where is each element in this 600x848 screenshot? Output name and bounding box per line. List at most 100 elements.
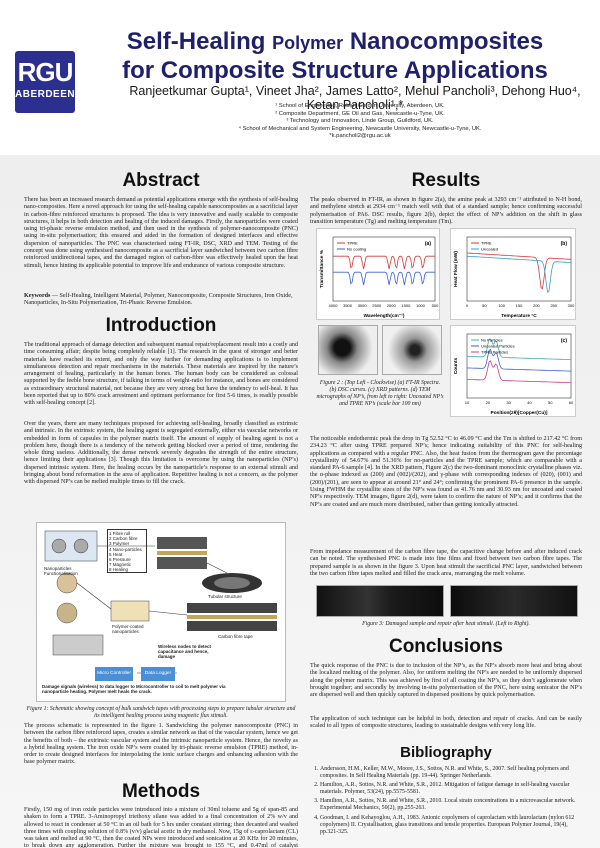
damage-signal-note: Damage signals (wireless) to data logger… — [42, 684, 226, 695]
conclusions-heading: Conclusions — [388, 636, 503, 657]
tem-image-uncoated — [318, 325, 378, 375]
tube-label: Tubular structure — [208, 594, 242, 599]
legend-label: No Particles — [481, 338, 503, 343]
data-logger-box: Data Logger — [141, 667, 175, 681]
legend-item: 7 Magnetic — [109, 562, 132, 568]
legend-label: No coating — [347, 247, 366, 252]
repaired-sample-image — [450, 585, 578, 617]
legend-item: 8 Healing — [109, 567, 129, 573]
x-tick-label: 1000 — [416, 303, 426, 308]
figure-3-caption: Figure 3: Damaged sample and repair afte… — [362, 621, 530, 627]
affiliation-2: ² Composite Department, GE Oil and Gas, … — [275, 110, 445, 117]
affiliation-1: ¹ School of Engineering, Robert Gordon U… — [275, 103, 445, 109]
title-part-c: Nanocomposites — [343, 28, 544, 55]
x-tick-label: 0 — [466, 303, 469, 308]
legend-item: 4 Nano-particles — [109, 546, 142, 552]
legend-item: 6 Pressure — [109, 557, 131, 563]
affiliation-4: ⁴ School of Mechanical and System Engine… — [238, 125, 482, 132]
results-paragraph-3: From impedance measurement of the carbon… — [310, 549, 582, 577]
keywords-list: — Self-Healing, Intelligent Material, Po… — [24, 293, 293, 307]
coated-label: Polymer-coated nanoparticles — [112, 624, 144, 635]
chart-panel-label: (c) — [561, 338, 567, 344]
authors: Ranjeetkumar Gupta¹, Vineet Jha², James … — [129, 84, 581, 112]
legend-label: TPRE — [481, 241, 492, 246]
x-axis-label: Wavelength(cm⁻¹) — [364, 313, 405, 319]
conclusions-paragraph-1: The quick response of the PNC is due to … — [310, 663, 582, 699]
plot-frame — [466, 236, 572, 302]
legend-label: TPRE — [347, 241, 358, 246]
rgu-logo: RGU ABERDEEN — [15, 51, 75, 113]
schematic-drawing — [44, 530, 277, 674]
legend-item: 1 Fibre roll — [109, 531, 131, 536]
y-axis-label: Counts — [453, 357, 459, 374]
introduction-heading: Introduction — [105, 315, 217, 336]
x-tick-label: 30 — [506, 400, 511, 405]
intro-paragraph-3: The process schematic is represented in … — [24, 723, 298, 766]
reference-item: Hamilton, A.R., Sottos, N.R. and White, … — [320, 798, 582, 812]
figure-1-schematic: 1 Fibre roll 2 Carbon fibre 3 Polymer 4 … — [36, 522, 286, 702]
title-line2: for Composite Structure Applications — [122, 57, 548, 84]
x-tick-label: 50 — [482, 303, 487, 308]
x-tick-label: 20 — [486, 400, 491, 405]
x-tick-label: 300 — [568, 303, 575, 308]
conclusions-paragraph-2: The application of such technique can be… — [310, 716, 582, 730]
x-tick-label: 10 — [465, 400, 470, 405]
plot-frame — [332, 236, 436, 302]
legend-label: Uncoated Particles — [481, 344, 515, 349]
x-axis-label: Temperature °C — [501, 313, 537, 319]
x-tick-label: 50 — [548, 400, 553, 405]
legend-item: 2 Carbon fibre — [109, 536, 138, 542]
intro-paragraph-2: Over the years, there are many technique… — [24, 421, 298, 486]
plot-frame — [466, 333, 572, 399]
nanoparticles-label: Nanoparticles Functionalisation — [44, 566, 78, 577]
tape-label: Carbon fibre tape — [218, 634, 253, 639]
tem-image-tpre — [382, 325, 442, 375]
methods-heading: Methods — [121, 781, 201, 802]
y-axis-label: Heat Flow (mW) — [453, 251, 459, 287]
affiliation-3: ³ Technology and Innovation, Linde Group… — [286, 118, 434, 125]
chart-panel-label: (b) — [561, 241, 568, 247]
logo-text: RGU — [17, 57, 74, 87]
damaged-sample-image — [316, 585, 444, 617]
y-axis-label: Transmittance % — [319, 249, 325, 288]
micro-controller-box: Micro Controller — [95, 667, 133, 681]
series-line — [466, 255, 572, 294]
reference-item: Goodman, I. and Kehayoglou, A.H., 1983. … — [320, 815, 582, 836]
series-line — [466, 360, 571, 383]
legend-item: 3 Polymer — [109, 541, 130, 547]
x-tick-label: 1500 — [401, 303, 411, 308]
x-tick-label: 60 — [569, 400, 574, 405]
series-line — [466, 348, 571, 372]
x-tick-label: 40 — [527, 400, 532, 405]
figure-1-caption: Figure 1: Schematic showing concept of b… — [26, 706, 296, 719]
x-tick-label: 100 — [498, 303, 505, 308]
methods-text: Firstly, 150 mg of iron oxide particles … — [24, 807, 298, 848]
series-line — [333, 255, 435, 270]
legend-label: TPRE Particles — [481, 350, 508, 355]
abstract-text: There has been an increased research dem… — [24, 197, 298, 269]
reference-item: Hamilton, A.R., Sottos, N.R. and White, … — [320, 782, 582, 796]
x-tick-label: 250 — [550, 303, 557, 308]
reference-item: Andersson, H.M., Keller, M.W., Moore, J.… — [320, 766, 582, 780]
abstract-heading: Abstract — [122, 170, 200, 191]
poster-title: Self-Healing Polymer Nanocomposites for … — [80, 28, 590, 84]
bibliography-list: Andersson, H.M., Keller, M.W., Moore, J.… — [310, 766, 582, 838]
x-axis-label: Position(2θ)[Copper(Cu)] — [491, 410, 548, 416]
header: RGU ABERDEEN Self-Healing Polymer Nanoco… — [0, 0, 600, 150]
sensor-label: Wireless nodes to detect capacitance and… — [158, 644, 211, 660]
intro-paragraph-1: The traditional approach of damage detec… — [24, 342, 298, 407]
series-line — [333, 271, 435, 286]
x-tick-label: 150 — [516, 303, 523, 308]
contact-email: *k.pancholi2@rgu.ac.uk — [329, 133, 391, 140]
results-paragraph-2: The noticeable endothermic peak the drop… — [310, 436, 582, 508]
results-heading: Results — [411, 170, 481, 191]
x-tick-label: 3500 — [343, 303, 353, 308]
x-tick-label: 500 — [432, 303, 439, 308]
keywords-label: Keywords — [24, 293, 51, 299]
bibliography-heading: Bibliography — [400, 744, 492, 761]
keywords: Keywords — Self-Healing, Intelligent Mat… — [24, 293, 298, 308]
